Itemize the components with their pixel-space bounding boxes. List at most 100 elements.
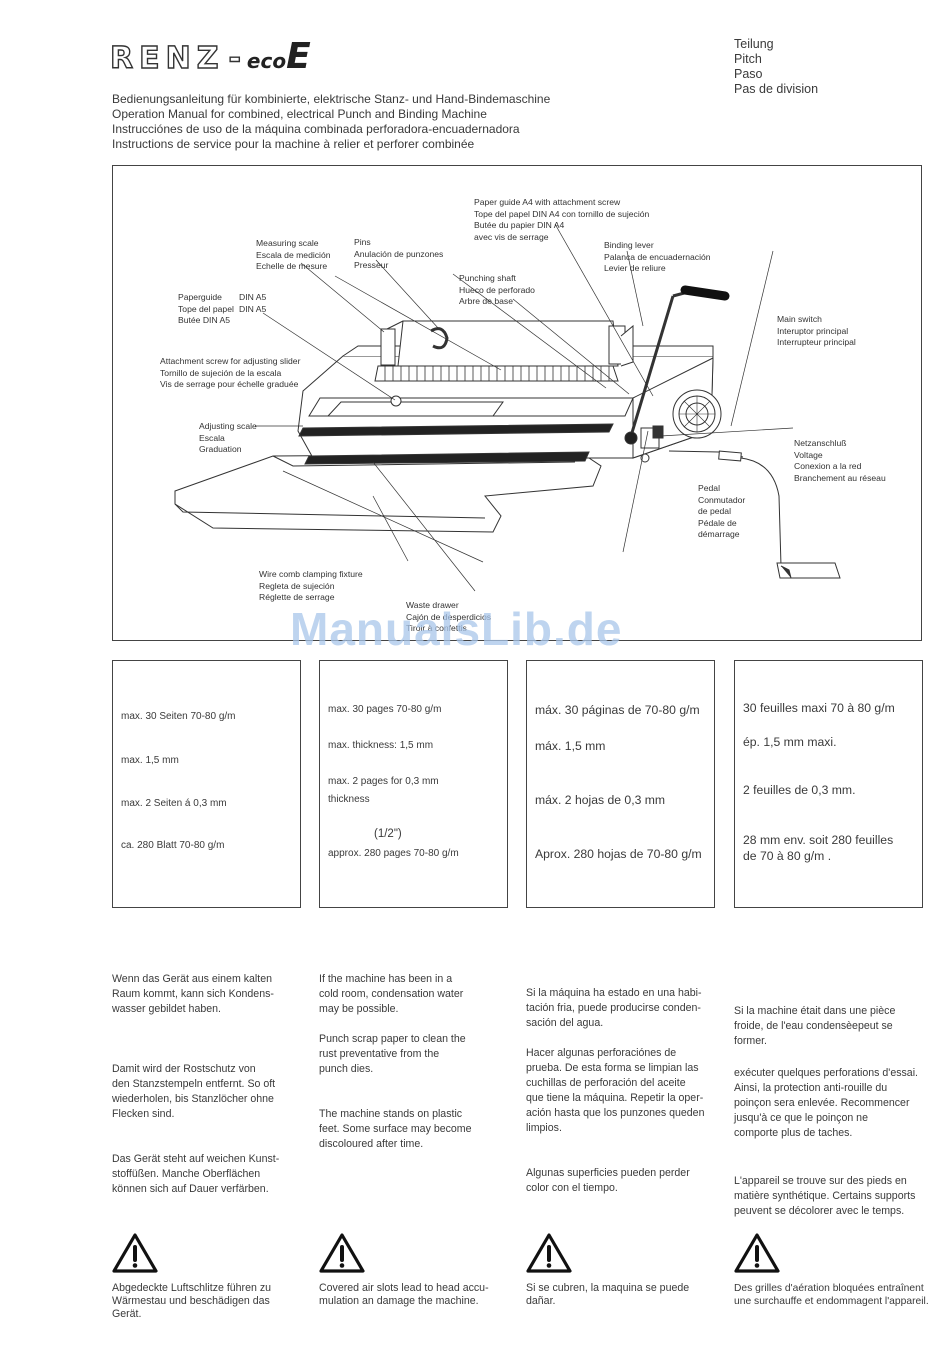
warning-line: une surchauffe et endommagent l'appareil… [734, 1296, 929, 1307]
note-line: may be possible. [319, 1003, 399, 1015]
label-waste-drawer: Waste drawer Cajón de desperdicios Tiroi… [406, 600, 492, 634]
note-line: limpios. [526, 1122, 562, 1134]
spec-line: Aprox. 280 hojas de 70-80 g/m [535, 847, 702, 861]
note-line: sación del agua. [526, 1017, 604, 1029]
pitch-es: Paso [734, 67, 763, 81]
note-line: Si la máquina ha estado en una habi- [526, 987, 702, 999]
note-line: jusqu'à ce que le poinçon ne [734, 1112, 868, 1124]
note-line: L'appareil se trouve sur des pieds en [734, 1175, 907, 1187]
watermark: ManualsLib.de [290, 603, 623, 655]
spec-line: max. thickness: 1,5 mm [328, 740, 434, 751]
spec-line: max. 2 Seiten á 0,3 mm [121, 798, 227, 809]
label-binding-lever: Binding lever Palanca de encuadernación … [604, 240, 711, 274]
spec-line: 2 feuilles de 0,3 mm. [743, 783, 856, 797]
note-line: If the machine has been in a [319, 973, 453, 985]
machine-diagram: Paper guide A4 with attachment screw Top… [112, 165, 922, 641]
spec-line: thickness [328, 794, 370, 805]
spec-line: máx. 1,5 mm [535, 739, 606, 753]
note-line: rust preventative from the [319, 1048, 440, 1060]
note-line: former. [734, 1035, 767, 1047]
note-line: discoloured after time. [319, 1138, 424, 1150]
title-es: Instrucciónes de uso de la máquina combi… [112, 122, 520, 136]
brand-model-letter: E [286, 36, 311, 77]
warning-line: Wärmestau und beschädigen das [112, 1295, 270, 1307]
note-line: que tiene la máquina. Repetir la oper- [526, 1092, 704, 1104]
note-line: The machine stands on plastic [319, 1108, 463, 1120]
machine-drawing [174, 223, 841, 592]
label-wire-comb: Wire comb clamping fixture Regleta de su… [259, 569, 363, 603]
note-line: color con el tiempo. [526, 1182, 618, 1194]
warning-line: Covered air slots lead to head accu- [319, 1282, 489, 1294]
brand-name: RENZ [109, 40, 225, 76]
warning-triangle-icon [319, 1233, 365, 1273]
note-line: Wenn das Gerät aus einem kalten [112, 973, 272, 985]
warning-line: Gerät. [112, 1308, 142, 1320]
label-punching-shaft: Punching shaft Hueco de perforado Arbre … [459, 273, 535, 307]
note-line: prueba. De esta forma se limpian las [526, 1062, 699, 1074]
note-line: comporte plus de taches. [734, 1127, 853, 1139]
label-paperguide-a5: Paperguide Tope del papel Butée DIN A5 [178, 292, 234, 326]
note-line: stoffüßen. Manche Oberflächen [112, 1168, 261, 1180]
label-pins: Pins Anulación de punzones Presseur [354, 237, 444, 271]
note-line: Punch scrap paper to clean the [319, 1033, 466, 1045]
warning-triangle-icon [734, 1233, 780, 1273]
label-voltage: Netzanschluß Voltage Conexion a la red B… [794, 438, 886, 483]
note-line: exécuter quelques perforations d'essai. [734, 1067, 918, 1079]
label-adjusting-scale: Adjusting scale Escala Graduation [199, 421, 257, 455]
warning-line: Si se cubren, la maquina se puede [526, 1282, 690, 1294]
note-line: wasser gebildet haben. [112, 1003, 221, 1015]
note-line: tación fria, puede producirse conden- [526, 1002, 701, 1014]
note-line: poinçon sera enlevée. Recommencer [734, 1097, 910, 1109]
pitch-fr: Pas de division [734, 82, 819, 96]
pitch-en: Pitch [734, 52, 762, 66]
warning-line: Abgedeckte Luftschlitze führen zu [112, 1282, 272, 1294]
title-fr: Instructions de service pour la machine … [112, 137, 475, 151]
note-line: cuchillas de perforación del aceite [526, 1077, 686, 1089]
spec-line: ép. 1,5 mm maxi. [743, 735, 837, 749]
spec-box-es: máx. 30 páginas de 70-80 g/m máx. 1,5 mm… [526, 660, 715, 908]
pitch-labels: Teilung Pitch Paso Pas de division [734, 37, 818, 97]
warning-line: dañar. [526, 1295, 556, 1307]
note-line: Algunas superficies pueden perder [526, 1167, 690, 1179]
spec-line: máx. 2 hojas de 0,3 mm [535, 793, 666, 807]
note-line: können sich auf Dauer verfärben. [112, 1183, 269, 1195]
label-pedal: Pedal Conmutador de pedal Pédale de déma… [698, 483, 746, 540]
label-paper-guide-a4: Paper guide A4 with attachment screw Top… [474, 197, 650, 242]
spec-line: (1/2") [374, 828, 402, 840]
note-line: matière synthétique. Certains supports [734, 1190, 916, 1202]
spec-line: máx. 30 páginas de 70-80 g/m [535, 703, 700, 717]
spec-line: approx. 280 pages 70-80 g/m [328, 848, 459, 859]
note-line: feet. Some surface may become [319, 1123, 472, 1135]
warning-line: mulation an damage the machine. [319, 1295, 479, 1307]
note-line: Hacer algunas perforaciónes de [526, 1047, 677, 1059]
label-measuring-scale: Measuring scale Escala de medición Echel… [256, 238, 331, 272]
manual-titles: Bedienungsanleitung für kombinierte, ele… [112, 92, 550, 152]
note-line: den Stanzstempeln entfernt. So oft [112, 1078, 276, 1090]
note-line: ación hasta que los punzones queden [526, 1107, 705, 1119]
title-en: Operation Manual for combined, electrica… [112, 107, 487, 121]
note-line: peuvent se décolorer avec le temps. [734, 1205, 905, 1217]
note-line: Das Gerät steht auf weichen Kunst- [112, 1153, 280, 1165]
spec-box-fr: 30 feuilles maxi 70 à 80 g/m ép. 1,5 mm … [734, 660, 923, 908]
brand-model-script: eco [246, 49, 287, 73]
spec-line: max. 2 pages for 0,3 mm [328, 776, 439, 787]
note-line: punch dies. [319, 1063, 374, 1075]
label-attachment-screw: Attachment screw for adjusting slider To… [160, 356, 301, 390]
spec-line: 28 mm env. soit 280 feuilles [743, 833, 894, 847]
brand-logo: RENZ-ecoE [109, 36, 311, 77]
note-line: cold room, condensation water [319, 988, 464, 1000]
note-line: wiederholen, bis Stanzlöcher ohne [112, 1093, 274, 1105]
spec-line: ca. 280 Blatt 70-80 g/m [121, 840, 225, 851]
note-line: Damit wird der Rostschutz von [112, 1063, 256, 1075]
brand-dash: - [228, 40, 243, 76]
title-de: Bedienungsanleitung für kombinierte, ele… [112, 92, 551, 106]
spec-box-en: max. 30 pages 70-80 g/m max. thickness: … [319, 660, 508, 908]
spec-line: max. 30 Seiten 70-80 g/m [121, 711, 236, 722]
note-line: Si la machine était dans une pièce [734, 1005, 896, 1017]
label-main-switch: Main switch Interuptor principal Interru… [777, 314, 856, 348]
spec-box-de: max. 30 Seiten 70-80 g/m max. 1,5 mm max… [112, 660, 301, 908]
warning-triangle-icon [112, 1233, 158, 1273]
label-paperguide-a5-values: DIN A5 DIN A5 [239, 292, 267, 314]
spec-line: de 70 à 80 g/m . [743, 849, 832, 863]
note-line: froide, de l'eau condensèepeut se [734, 1020, 893, 1032]
